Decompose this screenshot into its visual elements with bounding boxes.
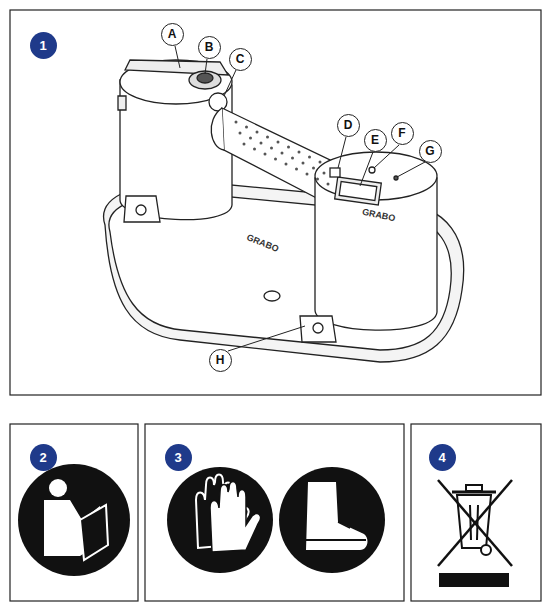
manual-icon [18,464,130,576]
vent-hole [285,163,288,166]
vent-hole [253,148,256,151]
callout-text: B [205,41,214,53]
panel-number: 1 [30,32,57,59]
vent-hole [256,131,259,134]
vent-hole [327,183,330,186]
vent-hole [308,156,311,159]
vent-hole [243,143,246,146]
callout-text: F [398,127,405,139]
vent-hole [266,136,269,139]
callout-text: 3 [174,451,181,464]
vent-hole [235,121,238,124]
gloves-icon [167,467,273,573]
vent-hole [260,142,263,145]
panel-number: 4 [429,444,456,471]
panel-frame [145,424,404,601]
callout-text: H [216,354,225,366]
vent-hole [291,157,294,160]
callout-text: A [168,28,177,40]
panel-number: 3 [165,444,192,471]
callout-text: 4 [438,451,445,464]
callout-text: E [371,134,379,146]
callout-text: D [344,119,353,131]
callout-letter: F [391,122,414,145]
vent-hole [323,172,326,175]
vent-hole [319,161,322,164]
callout-letter: A [161,23,184,46]
vent-hole [287,146,290,149]
vent-hole [312,167,315,170]
callout-letter: B [198,36,221,59]
vent-hole [274,158,277,161]
panel-frame [10,10,541,395]
callout-text: C [236,53,245,65]
weee-symbol [438,480,512,586]
vent-hole [270,147,273,150]
callout-text: 1 [39,39,46,52]
vent-hole [249,137,252,140]
vent-hole [264,153,267,156]
callout-letter: C [229,48,252,71]
boots-icon [279,467,385,573]
vent-hole [281,152,284,155]
panel-number: 2 [30,444,57,471]
callout-text: G [425,145,434,157]
vent-hole [277,141,280,144]
vent-hole [302,162,305,165]
callout-text: 2 [39,451,46,464]
vent-hole [245,126,248,129]
vent-hole [306,173,309,176]
vent-hole [298,151,301,154]
vent-hole [239,132,242,135]
vent-hole [295,168,298,171]
vent-hole [316,178,319,181]
panel-frame [411,424,541,601]
callout-letter: G [419,140,442,163]
panel-frame [10,424,138,601]
callout-letter: E [364,129,387,152]
callout-letter: H [209,349,232,372]
vacuum-lifter [104,60,464,362]
leader-line [175,46,425,351]
callout-letter: D [337,114,360,137]
